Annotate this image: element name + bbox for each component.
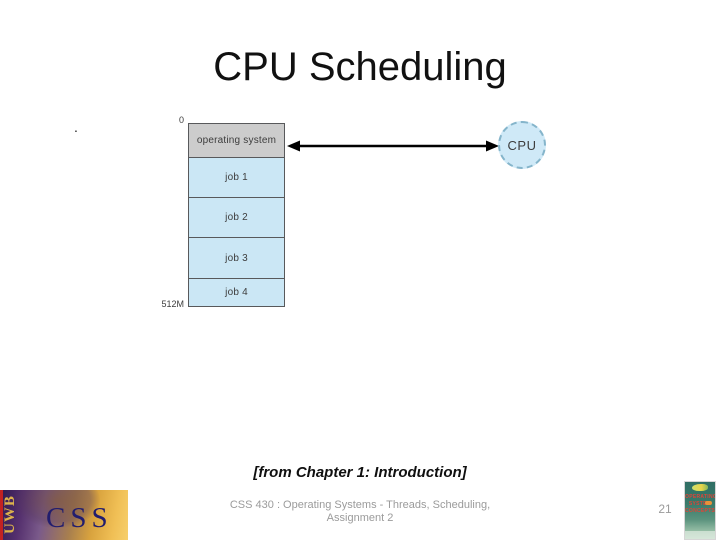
memory-layout-box: operating system job 1 job 2 job 3 job 4 [188, 123, 285, 307]
cpu-label: CPU [507, 137, 537, 153]
banner-red-strip [0, 490, 3, 540]
book-title-line3: CONCEPTS [685, 508, 716, 514]
memory-section-job1: job 1 [189, 158, 284, 198]
slide-title: CPU Scheduling [213, 45, 507, 89]
book-title-line1: OPERATING [685, 494, 716, 500]
double-arrow-icon [287, 140, 499, 152]
uwb-vertical-label: UWB [2, 495, 18, 535]
textbook-cover-thumbnail: OPERATING SYSTEM CONCEPTS [684, 481, 716, 540]
memory-section-job3: job 3 [189, 238, 284, 279]
page-number: 21 [658, 502, 672, 516]
stray-bullet: . [74, 119, 78, 135]
course-footer-line2: Assignment 2 [326, 512, 394, 524]
java-badge-graphic [705, 501, 712, 505]
course-footer: CSS 430 : Operating Systems - Threads, S… [0, 499, 720, 525]
css-department-label: CSS [46, 502, 113, 534]
book-bottom-band [685, 531, 715, 539]
memory-section-operating-system: operating system [189, 124, 284, 158]
dinosaur-graphic [692, 484, 708, 491]
uwb-css-logo-banner: UWB CSS [0, 490, 128, 540]
memory-cpu-arrow [287, 138, 499, 154]
cpu-circle: CPU [498, 121, 546, 169]
book-title-text: OPERATING SYSTEM CONCEPTS [685, 494, 715, 515]
memory-bottom-address-label: 512M [161, 299, 184, 309]
memory-section-job4: job 4 [189, 279, 284, 306]
memory-section-job2: job 2 [189, 198, 284, 238]
book-title-line2: SYSTEM [688, 501, 712, 507]
chapter-reference: [from Chapter 1: Introduction] [253, 464, 467, 481]
memory-top-address-label: 0 [178, 115, 184, 125]
course-footer-line1: CSS 430 : Operating Systems - Threads, S… [229, 499, 491, 511]
